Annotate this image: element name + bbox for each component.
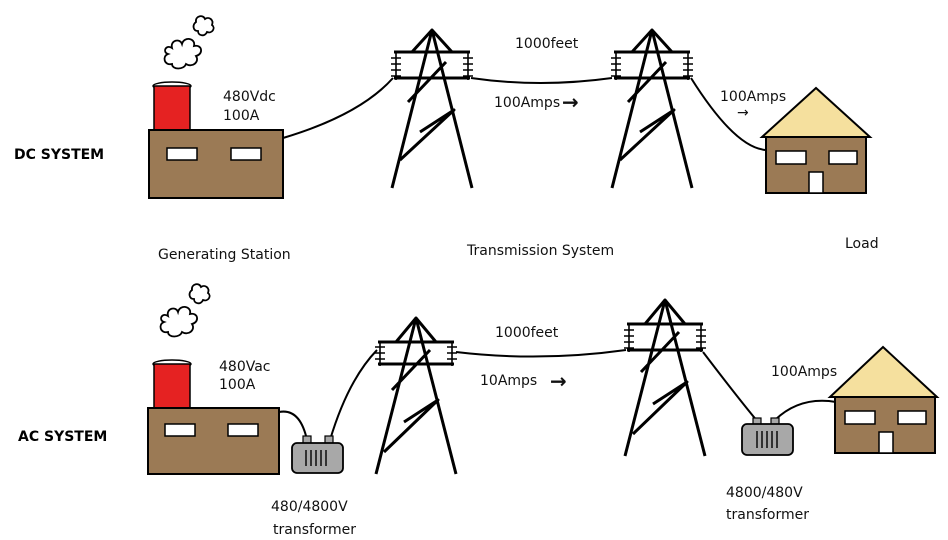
tower-icon xyxy=(610,28,694,189)
house-icon xyxy=(759,86,873,194)
chimney xyxy=(153,363,191,411)
smoke-cloud-icon xyxy=(163,15,215,70)
house-icon xyxy=(827,345,940,454)
tower-icon xyxy=(374,316,458,475)
transmission-system-label: Transmission System xyxy=(466,243,614,259)
arrow-right-icon: → xyxy=(562,90,579,114)
dc-feeder-wire xyxy=(282,77,394,139)
factory-icon xyxy=(148,81,284,199)
ac-transmission-line xyxy=(455,349,627,358)
dc-system-title: DC SYSTEM xyxy=(14,147,104,163)
ac-feeder-wire xyxy=(278,410,308,441)
dc-transmission-line xyxy=(470,77,613,84)
smoke-cloud-icon xyxy=(159,283,211,338)
dc-load-current: 100Amps xyxy=(720,89,786,105)
ac-step-down-wire xyxy=(702,351,759,423)
dc-station-current: 100A xyxy=(223,108,260,124)
arrow-right-icon: → xyxy=(737,105,749,121)
arrow-right-icon: → xyxy=(550,369,567,393)
ac-line-current: 10Amps xyxy=(480,373,537,389)
factory-icon xyxy=(147,359,280,475)
step-down-transformer-label: transformer xyxy=(726,507,809,523)
dc-generating-station: 480Vdc 100A xyxy=(148,15,284,199)
tower-icon xyxy=(390,28,474,189)
dc-line-length: 1000feet xyxy=(515,36,579,52)
chimney xyxy=(153,85,191,133)
ac-step-up-wire xyxy=(329,349,378,441)
tower-icon xyxy=(623,298,707,457)
dc-load-wire xyxy=(690,77,767,151)
dc-line-current: 100Amps xyxy=(494,95,560,111)
dc-station-voltage: 480Vdc xyxy=(223,89,276,105)
ac-station-voltage: 480Vac xyxy=(219,359,271,375)
step-down-transformer-ratio: 4800/480V xyxy=(726,485,803,501)
ac-generating-station: 480Vac 100A xyxy=(147,283,280,475)
step-up-transformer-label: transformer xyxy=(273,522,356,538)
ac-station-current: 100A xyxy=(219,377,256,393)
transformer-icon xyxy=(291,435,344,474)
ac-load-wire xyxy=(774,399,837,421)
ac-line-length: 1000feet xyxy=(495,325,559,341)
ac-system-title: AC SYSTEM xyxy=(18,429,107,445)
transformer-icon xyxy=(741,417,794,456)
load-label: Load xyxy=(845,236,879,252)
step-up-transformer-ratio: 480/4800V xyxy=(271,499,348,515)
generating-station-label: Generating Station xyxy=(158,247,291,263)
ac-load-current: 100Amps xyxy=(771,364,837,380)
